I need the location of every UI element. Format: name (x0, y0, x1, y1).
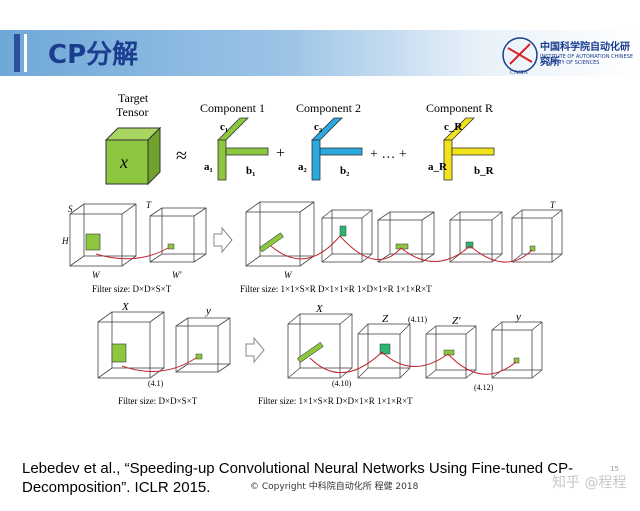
svg-text:T: T (550, 200, 556, 210)
component-1-a: a₁ (204, 161, 213, 173)
component-1-shape (217, 117, 269, 181)
label-y-right: y (515, 311, 521, 323)
svg-text:W: W (284, 270, 293, 280)
logo-name-en: INSTITUTE OF AUTOMATION CHINESE ACADEMY … (540, 54, 634, 66)
citation-text: Lebedev et al., “Speeding-up Convolution… (22, 460, 574, 496)
component-2-b: b₂ (340, 165, 350, 177)
bottom-decomposition-figure: X y X Z Z′ y (4.11) (4.10) (4.12) (4.1) … (97, 301, 543, 406)
svg-text:W′: W′ (172, 270, 182, 280)
eq-4-10: (4.10) (332, 379, 352, 388)
slide-title: CP分解 (48, 40, 139, 70)
page-number: 15 (610, 465, 619, 473)
eq-4-11: (4.11) (408, 315, 427, 324)
casia-logo-icon: CASIA (502, 37, 538, 76)
target-tensor-cube: x (104, 126, 162, 186)
approx-sign: ≈ (176, 145, 187, 167)
label-z: Z (382, 313, 389, 325)
title-band (0, 30, 640, 76)
title-accent-gap (24, 34, 27, 72)
component-2-c: c₂ (314, 121, 323, 133)
svg-text:W: W (92, 270, 101, 280)
plus-sign: + (276, 145, 285, 162)
label-y-left: y (205, 305, 211, 317)
tensor-symbol: x (119, 152, 128, 172)
component-r-a: a_R (428, 161, 448, 173)
label-x-right: X (315, 303, 324, 315)
component-r-shape (443, 117, 495, 181)
target-label-2: Tensor (116, 105, 148, 119)
mid-left-caption: Filter size: D×D×S×T (92, 284, 172, 294)
svg-text:S: S (68, 204, 73, 214)
component-2-a: a₂ (298, 161, 308, 173)
component-r-title: Component R (426, 101, 493, 115)
eq-4-12: (4.12) (474, 383, 494, 392)
mid-right-caption: Filter size: 1×1×S×R D×1×1×R 1×D×1×R 1×1… (240, 284, 432, 294)
eq-4-1: (4.1) (148, 379, 164, 388)
component-1-title: Component 1 (200, 101, 265, 115)
mid-decomposition-figure: H S W W′ T W T Filter size: D×D×S×T Filt… (61, 200, 563, 294)
cp-decomposition-figure: Target Tensor x ≈ Component 1 c₁ a₁ b₁ +… (104, 91, 495, 186)
component-2-shape (311, 117, 363, 181)
ellipsis: + … + (370, 147, 407, 162)
bottom-left-caption: Filter size: D×D×S×T (118, 396, 198, 406)
svg-text:H: H (61, 236, 69, 246)
svg-text:T: T (146, 200, 152, 210)
component-1-c: c₁ (220, 121, 228, 133)
label-x: X (121, 301, 130, 313)
copyright-text: © Copyright 中科院自动化所 程健 2018 (250, 482, 419, 492)
bottom-right-caption: Filter size: 1×1×S×R D×D×1×R 1×1×R×T (258, 396, 413, 406)
svg-text:CASIA: CASIA (510, 70, 529, 76)
label-z-prime: Z′ (452, 315, 461, 327)
component-2-title: Component 2 (296, 101, 361, 115)
target-label-1: Target (118, 91, 149, 105)
component-r-b: b_R (474, 165, 495, 177)
component-1-b: b₁ (246, 165, 255, 177)
logo-name-cn: 中国科学院自动化研究所 (540, 42, 630, 68)
title-accent-bar (14, 34, 20, 72)
component-r-c: c_R (444, 121, 463, 133)
zhihu-watermark: 知乎 @程程 (552, 475, 627, 491)
